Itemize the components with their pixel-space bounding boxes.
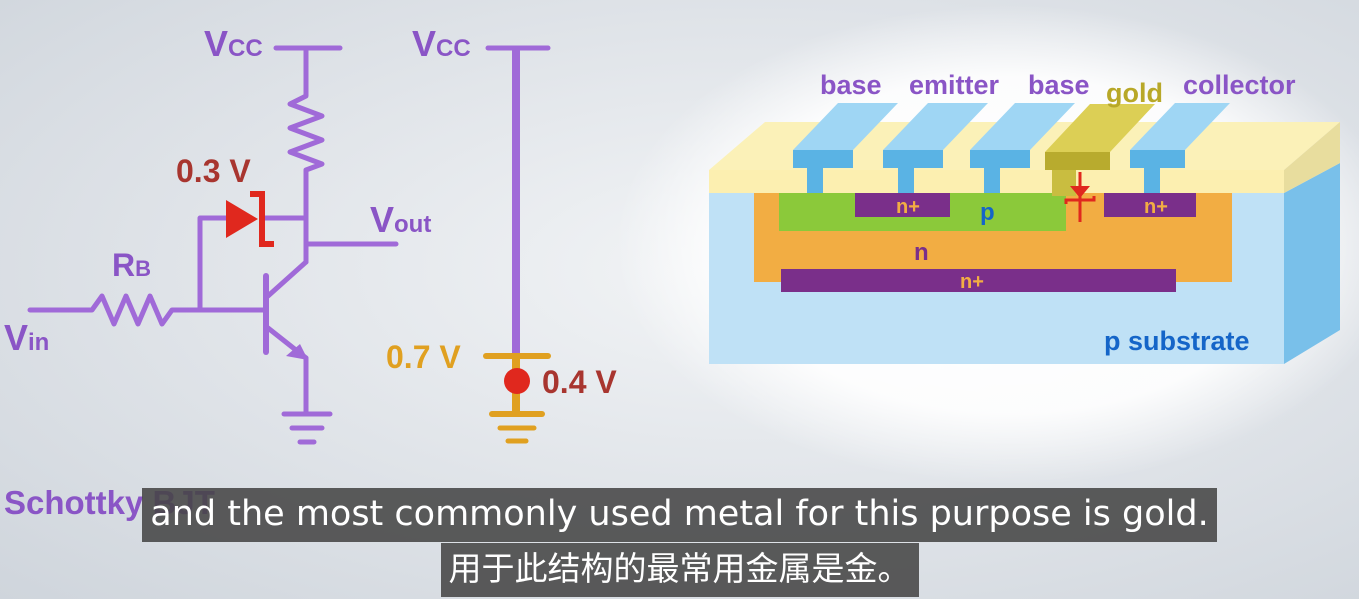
level-04-dot bbox=[504, 368, 530, 394]
schottky-bjt-circuit bbox=[27, 45, 399, 445]
vin-label: Vin bbox=[4, 317, 49, 358]
cross-section bbox=[709, 103, 1340, 364]
collector-stem bbox=[1144, 166, 1160, 193]
gold-metal-front bbox=[1045, 152, 1110, 170]
emitter-stem bbox=[898, 166, 914, 193]
label-base-right: base bbox=[1028, 70, 1090, 100]
emitter-metal-top bbox=[883, 103, 988, 150]
diode-voltage-label: 0.3 V bbox=[176, 153, 251, 189]
label-emitter: emitter bbox=[909, 70, 1000, 100]
level-07-label: 0.7 V bbox=[386, 339, 461, 375]
label-p-region: p bbox=[980, 199, 995, 226]
subtitle-english: and the most commonly used metal for thi… bbox=[0, 488, 1359, 542]
base-right-metal-top bbox=[970, 103, 1075, 150]
base-left-stem bbox=[807, 166, 823, 193]
base-left-metal-front bbox=[793, 150, 853, 168]
label-p-substrate: p substrate bbox=[1104, 326, 1250, 356]
label-n-plus-buried: n+ bbox=[960, 271, 984, 293]
substrate-side bbox=[1284, 163, 1340, 364]
label-n-plus-collector: n+ bbox=[1144, 196, 1168, 218]
rb-label: RB bbox=[112, 247, 151, 283]
gold-stem bbox=[1052, 166, 1076, 196]
subtitle-chinese-text: 用于此结构的最常用金属是金。 bbox=[440, 543, 919, 597]
collector-resistor bbox=[287, 82, 325, 249]
label-n-plus-emitter: n+ bbox=[896, 196, 920, 218]
label-n-region: n bbox=[914, 239, 929, 266]
schottky-diode bbox=[226, 191, 274, 247]
vout-label: Vout bbox=[370, 199, 431, 240]
rb-resistor bbox=[27, 293, 267, 327]
base-right-metal-front bbox=[970, 150, 1030, 168]
gold-metal-top bbox=[1045, 104, 1155, 152]
diode-anode-wire bbox=[197, 215, 229, 313]
oxide-side bbox=[1284, 122, 1340, 193]
voltage-level-diagram bbox=[483, 45, 551, 444]
n-plus-emitter bbox=[855, 193, 950, 217]
subtitle-english-text: and the most commonly used metal for thi… bbox=[142, 488, 1217, 542]
collector-metal-top bbox=[1130, 103, 1230, 150]
subtitle-chinese: 用于此结构的最常用金属是金。 bbox=[0, 543, 1359, 597]
n-plus-collector bbox=[1104, 193, 1196, 217]
level-04-label: 0.4 V bbox=[542, 364, 617, 400]
level-vcc-label: VCC bbox=[412, 23, 471, 64]
collector-metal-front bbox=[1130, 150, 1185, 168]
bjt-collector bbox=[265, 259, 309, 299]
label-collector: collector bbox=[1183, 70, 1296, 100]
n-plus-buried bbox=[781, 269, 1176, 292]
base-left-metal-top bbox=[793, 103, 898, 150]
emitter-metal-front bbox=[883, 150, 943, 168]
circuit-vcc-label: VCC bbox=[204, 23, 263, 64]
label-base-left: base bbox=[820, 70, 882, 100]
label-gold: gold bbox=[1106, 78, 1163, 108]
bjt-emitter-arrow bbox=[286, 344, 308, 360]
base-right-stem bbox=[984, 166, 1000, 193]
junction-diode-icon bbox=[1064, 172, 1096, 222]
